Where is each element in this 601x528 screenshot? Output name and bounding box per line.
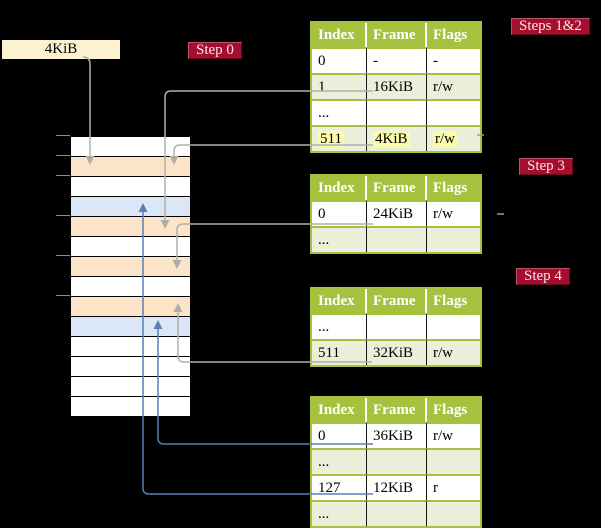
table-cell xyxy=(367,500,427,526)
table-cell: 511 xyxy=(312,339,367,365)
column-header: Index xyxy=(312,398,367,422)
table-cell: - xyxy=(427,47,480,73)
table-cell: ... xyxy=(312,448,367,474)
steps-1-2-label: Steps 1&2 xyxy=(511,18,590,35)
column-header: Flags xyxy=(427,289,480,313)
table-cell: ... xyxy=(312,99,367,125)
table-row: ... xyxy=(312,99,480,125)
memory-row-orange xyxy=(71,257,190,277)
table-cell: 0 xyxy=(312,422,367,448)
table-cell xyxy=(367,226,427,252)
table-cell: 127 xyxy=(312,474,367,500)
table-cell xyxy=(367,99,427,125)
memory-row-white xyxy=(71,137,190,157)
table-cell xyxy=(427,500,480,526)
table-cell xyxy=(427,99,480,125)
memory-row-orange xyxy=(71,157,190,177)
table-cell xyxy=(427,448,480,474)
tick-mark xyxy=(56,255,70,256)
memory-row-white xyxy=(71,377,190,397)
table-cell: ... xyxy=(312,500,367,526)
memory-row-orange xyxy=(71,297,190,317)
table-cell: 36KiB xyxy=(367,422,427,448)
table-cell: r/w xyxy=(427,125,480,151)
table-cell: r/w xyxy=(427,339,480,365)
memory-row-white xyxy=(71,277,190,297)
column-header: Flags xyxy=(427,23,480,47)
table-cell: 0 xyxy=(312,47,367,73)
frame-pointer-label: 4KiB xyxy=(44,41,78,57)
table-cell: 12KiB xyxy=(367,474,427,500)
tick-mark xyxy=(56,155,70,156)
column-header: Frame xyxy=(367,289,427,313)
step-4-label: Step 4 xyxy=(516,268,570,285)
table-row: ... xyxy=(312,448,480,474)
step-0-label: Step 0 xyxy=(188,42,242,59)
physical-memory-stack xyxy=(70,136,191,417)
memory-row-blue xyxy=(71,197,190,217)
column-header: Index xyxy=(312,176,367,200)
column-header: Frame xyxy=(367,176,427,200)
memory-row-blue xyxy=(71,317,190,337)
table-row: ... xyxy=(312,226,480,252)
table-cell: 16KiB xyxy=(367,73,427,99)
column-header: Frame xyxy=(367,23,427,47)
column-header: Frame xyxy=(367,398,427,422)
frame-pointer-box: 4KiB xyxy=(2,40,120,59)
table-cell: r/w xyxy=(427,73,480,99)
table-cell: 4KiB xyxy=(367,125,427,151)
memory-row-white xyxy=(71,177,190,197)
memory-row-white xyxy=(71,337,190,357)
table-cell: r/w xyxy=(427,422,480,448)
column-header: Flags xyxy=(427,176,480,200)
table-cell: ... xyxy=(312,313,367,339)
tick-mark xyxy=(56,135,70,136)
memory-row-white xyxy=(71,357,190,377)
table-cell xyxy=(427,313,480,339)
memory-row-white xyxy=(71,237,190,257)
table-row: 511 4KiB r/w xyxy=(312,125,480,151)
table-cell: 24KiB xyxy=(367,200,427,226)
table-cell: r/w xyxy=(427,200,480,226)
memory-row-white xyxy=(71,397,190,417)
table-cell: - xyxy=(367,47,427,73)
highlighted-value: r/w xyxy=(433,130,457,147)
memory-row-orange xyxy=(71,217,190,237)
highlighted-value: 4KiB xyxy=(373,130,410,147)
table-row: 0-- xyxy=(312,47,480,73)
tick-mark xyxy=(56,215,70,216)
table-cell: 32KiB xyxy=(367,339,427,365)
step-3-label: Step 3 xyxy=(519,158,573,175)
column-header: Index xyxy=(312,289,367,313)
tick-mark xyxy=(56,295,70,296)
column-header: Flags xyxy=(427,398,480,422)
column-header: Index xyxy=(312,23,367,47)
table-row: ... xyxy=(312,500,480,526)
table-row: ... xyxy=(312,313,480,339)
table-cell: 511 xyxy=(312,125,367,151)
table-cell: ... xyxy=(312,226,367,252)
table-cell: 0 xyxy=(312,200,367,226)
tick-mark xyxy=(56,175,70,176)
highlighted-value: 511 xyxy=(318,130,344,147)
table-cell xyxy=(367,448,427,474)
table-cell: 1 xyxy=(312,73,367,99)
table-cell: r xyxy=(427,474,480,500)
table-cell xyxy=(367,313,427,339)
table-cell xyxy=(427,226,480,252)
